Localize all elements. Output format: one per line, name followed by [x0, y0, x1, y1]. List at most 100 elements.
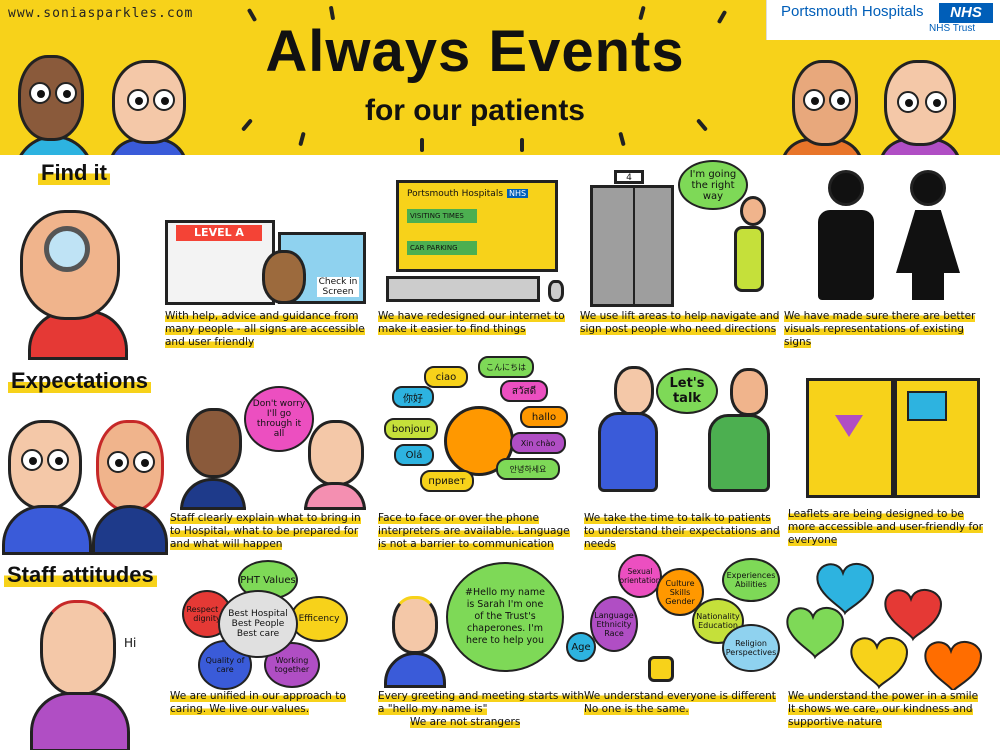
person-face-icon [792, 60, 858, 146]
magnifier-icon [44, 226, 90, 272]
lift-doors [590, 185, 674, 307]
site-title: Portsmouth Hospitals [407, 189, 504, 199]
man-sign-body [818, 210, 874, 300]
sign-board: LEVEL A [165, 220, 275, 305]
balloon: Religion Perspectives [722, 624, 780, 672]
person-body [2, 505, 92, 555]
caption: We have redesigned our internet to make … [378, 310, 565, 335]
balloon: Age [566, 632, 596, 662]
caption: We understand everyone is different No o… [584, 690, 776, 715]
person-body [304, 482, 366, 510]
arrow-down-icon [835, 415, 863, 437]
greeting-bubble: 안녕하세요 [496, 458, 560, 480]
section-expectations: Expectations [8, 368, 151, 394]
caption: We understand the power in a smile It sh… [788, 690, 979, 728]
person-body [180, 478, 246, 510]
keyboard-icon [386, 276, 540, 302]
ray-decoration [618, 131, 626, 147]
ray-decoration [298, 131, 306, 147]
woman-sign-body [896, 210, 960, 300]
caption: We have made sure there are better visua… [784, 310, 976, 348]
nhs-logo-block: Portsmouth Hospitals NHS NHS Trust [766, 0, 1000, 40]
heart-icon [884, 589, 943, 642]
balloon: Experiences Abilities [722, 558, 780, 602]
nav-link-parking[interactable]: CAR PARKING [407, 241, 477, 255]
value-petal: Efficency [290, 596, 348, 642]
person-face-icon [740, 196, 766, 226]
greeting-bubble: Olá [394, 444, 434, 466]
section-staff-attitudes: Staff attitudes [4, 562, 157, 588]
man-sign-icon [828, 170, 864, 206]
leaflet-page-right [894, 378, 980, 498]
greeting-bubble: привет [420, 470, 474, 492]
person-body [384, 652, 446, 688]
person-face-icon [614, 366, 654, 416]
caption: Every greeting and meeting starts with a… [378, 690, 585, 715]
values-center: Best Hospital Best People Best care [218, 590, 298, 658]
page-subtitle: for our patients [364, 94, 585, 127]
person-face-icon [186, 408, 242, 478]
person-face-icon [730, 368, 768, 416]
woman-sign-icon [910, 170, 946, 206]
caption: With help, advice and guidance from many… [165, 310, 365, 348]
speech-bubble: Don't worry I'll go through it all [244, 386, 314, 452]
person-body [734, 226, 764, 292]
nav-link-visiting[interactable]: VISITING TIMES [407, 209, 477, 223]
greeting-bubble: hallo [520, 406, 568, 428]
website-url[interactable]: www.soniasparkles.com [8, 6, 194, 21]
level-sign: LEVEL A [176, 225, 262, 241]
org-name: Portsmouth Hospitals [781, 3, 924, 20]
caption: Staff clearly explain what to bring in t… [170, 512, 361, 550]
person-face-icon [392, 596, 438, 654]
header-banner: www.soniasparkles.com Always Events for … [0, 0, 1000, 155]
hand-icon [648, 656, 674, 682]
mouse-icon [548, 280, 564, 302]
person-face-icon [96, 420, 164, 512]
check-in-label: Check in Screen [317, 277, 359, 297]
person-body [30, 692, 130, 750]
section-find-it: Find it [38, 160, 110, 186]
smile-hearts [786, 563, 983, 690]
leaflet-page-left [806, 378, 894, 498]
caption: Leaflets are being designed to be more a… [788, 508, 983, 546]
person-face-icon [112, 60, 186, 144]
nhs-logo: NHS [939, 3, 993, 23]
greeting-bubble: ciao [424, 366, 468, 388]
person-face-icon [8, 420, 82, 510]
caption: We are not strangers [410, 716, 521, 728]
monitor: Portsmouth Hospitals NHS VISITING TIMES … [396, 180, 558, 272]
caption: We use lift areas to help navigate and s… [580, 310, 780, 335]
lift-number: 4 [614, 170, 644, 184]
caption: We are unified in our approach to caring… [170, 690, 346, 715]
heart-icon [786, 607, 845, 660]
person-body [708, 414, 770, 492]
heart-icon [850, 637, 909, 690]
person-face-icon [18, 55, 84, 141]
site-logo: NHS [507, 189, 529, 198]
heart-icon [816, 563, 875, 616]
caption: Face to face or over the phone interpret… [378, 512, 570, 550]
heart-icon [924, 641, 983, 690]
person-face-icon [308, 420, 364, 486]
speech-bubble: Let's talk [656, 368, 718, 414]
ray-decoration [520, 138, 524, 152]
speech-bubble: #Hello my name is Sarah I'm one of the T… [446, 562, 564, 672]
greeting-bubble: 你好 [392, 386, 434, 408]
balloon: Language Ethnicity Race [590, 596, 638, 652]
greeting-bubble: bonjour [384, 418, 438, 440]
page-title: Always Events [265, 19, 685, 84]
photo-icon [907, 391, 947, 421]
person-body [598, 412, 658, 492]
hi-greeting: Hi [124, 636, 137, 650]
greeting-bubble: こんにちは [478, 356, 534, 378]
greeting-bubble: Xin chào [510, 432, 566, 454]
person-face-icon [40, 600, 116, 696]
thought-bubble: I'm going the right way [678, 160, 748, 210]
person-back-icon [262, 250, 306, 304]
person-body [92, 505, 168, 555]
org-trust: NHS Trust [929, 23, 976, 34]
greeting-bubble: สวัสดี [500, 380, 548, 402]
ray-decoration [420, 138, 424, 152]
person-face-icon [884, 60, 956, 146]
caption: We take the time to talk to patients to … [584, 512, 780, 550]
